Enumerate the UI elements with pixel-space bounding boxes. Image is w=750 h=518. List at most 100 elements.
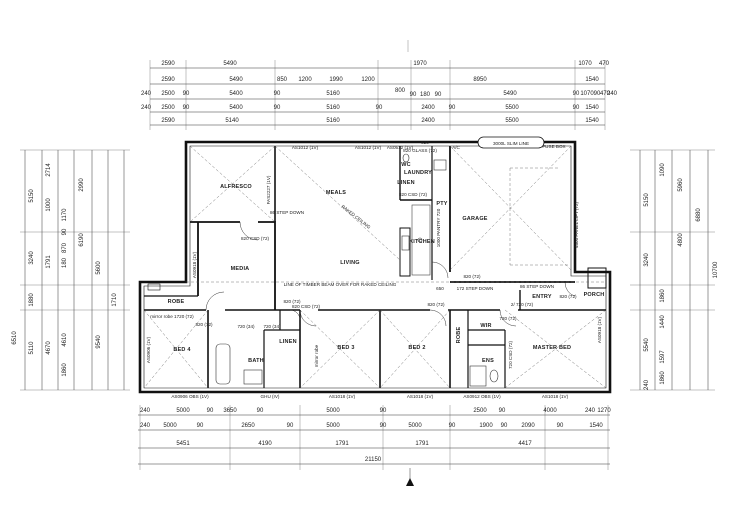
- top-dim-r1-d: 1070: [578, 61, 592, 67]
- door-family-ret: 820 (72): [283, 299, 301, 304]
- door-bath-720: 720 (34): [237, 324, 255, 329]
- annotation-notes: 86 STEP DOWN RAKED CEILING LINE OF TIMBE…: [150, 144, 579, 367]
- cooktop-icon: [417, 237, 423, 243]
- door-kitchen-pty: 2/ 720 (72): [511, 302, 534, 307]
- left-dim-b5: 870: [62, 242, 68, 253]
- note-step-down-entry: 86 STEP DOWN: [520, 284, 554, 289]
- room-porch: PORCH: [584, 292, 605, 298]
- bottom-dim-r1-a: 240: [140, 408, 151, 414]
- left-dim-b6: 180: [62, 257, 68, 268]
- note-step-down-left: 86 STEP DOWN: [270, 210, 304, 215]
- room-pty: PTY: [436, 201, 447, 207]
- kitchen-sink-icon: [401, 235, 410, 251]
- door-ensuite: 720 CSD (72): [508, 340, 513, 369]
- top-dim-r3-f: 5160: [326, 91, 340, 97]
- door-laundry-top: 820: [421, 140, 429, 145]
- room-bath: BATH: [248, 358, 264, 364]
- room-robe-mid: ROBE: [456, 327, 462, 344]
- right-dim-a2: 3240: [644, 253, 650, 267]
- top-dim-r3-d: 5400: [229, 91, 243, 97]
- top-dim-r3-n: 90: [594, 91, 601, 97]
- bottom-dim-r1-b: 5000: [176, 408, 190, 414]
- door-garage-internal: 820 (72): [463, 274, 481, 279]
- room-bed3: BED 3: [337, 345, 354, 351]
- wc-toilet-icon: [402, 153, 410, 163]
- bottom-dim-r2-h: 5000: [408, 423, 422, 429]
- top-dim-r4-c: 90: [183, 105, 190, 111]
- bottom-dim-r2-g: 90: [380, 423, 387, 429]
- top-dim-r3-k: 5490: [503, 91, 517, 97]
- bottom-dim-r1-l: 1270: [597, 408, 611, 414]
- top-dim-r4-k: 90: [573, 105, 580, 111]
- top-dim-r4-i: 90: [449, 105, 456, 111]
- window-bottom-ens: AS0912 OBS (1V): [463, 394, 501, 399]
- window-media-left: AS0918 (1V): [192, 251, 197, 278]
- left-dim-c2: 6190: [79, 233, 85, 247]
- right-dim-c3: 6880: [696, 208, 702, 222]
- door-laundry-cs: 820 CSD (72): [399, 192, 428, 197]
- bottom-dim-r3-b: 4190: [258, 441, 272, 447]
- ceiling-lines: [143, 145, 607, 389]
- top-dim-r1-b: 5490: [223, 61, 237, 67]
- top-dim-r2-d: 1200: [298, 77, 312, 83]
- door-robe-bed4: 820 (72): [195, 322, 213, 327]
- right-dim-a1: 5150: [644, 193, 650, 207]
- left-dim-b8: 4610: [62, 333, 68, 347]
- bottom-dim-r1-k: 240: [585, 408, 596, 414]
- building-walls: [138, 140, 612, 394]
- room-laundry: LAUNDRY: [404, 170, 432, 176]
- room-master-bed: MASTER BED: [533, 345, 571, 351]
- window-bottom-bath: GHU (IV): [261, 394, 280, 399]
- room-linen-top: LINEN: [397, 180, 415, 186]
- note-garage-door: 4800 PANEL LIFT (72): [574, 201, 579, 248]
- left-dim-a2: 3240: [29, 251, 35, 265]
- bottom-dim-r3-d: 1791: [415, 441, 429, 447]
- room-entry: ENTRY: [532, 294, 552, 300]
- top-dim-r4-g: 90: [376, 105, 383, 111]
- bottom-dim-r2-n: 1540: [589, 423, 603, 429]
- right-dim-c4: 10700: [713, 261, 719, 278]
- top-dim-r4-j: 5500: [505, 105, 519, 111]
- top-dim-r2-f: 1200: [361, 77, 375, 83]
- note-raked-ceiling: RAKED CEILING: [340, 204, 371, 230]
- room-kitchen: KITCHEN: [409, 239, 435, 245]
- top-dim-r4-d: 5400: [229, 105, 243, 111]
- left-dim-c4: 9540: [96, 335, 102, 349]
- left-dim-a1: 5150: [29, 189, 35, 203]
- bottom-dim-r2-j: 1900: [479, 423, 493, 429]
- top-dim-r2-c: 850: [277, 77, 288, 83]
- room-labels: ALFRESCO MEALS LIVING MEDIA GARAGE KITCH…: [168, 162, 605, 364]
- note-step-down-garage: 172 STEP DOWN: [457, 286, 494, 291]
- top-dim-r5-e: 5500: [505, 118, 519, 124]
- bottom-dim-r2-d: 2650: [241, 423, 255, 429]
- bottom-dim-r2-c: 90: [197, 423, 204, 429]
- top-dim-r4-f: 5160: [326, 105, 340, 111]
- left-dim-b7: 1791: [46, 255, 52, 269]
- window-right-side: AS0918 (1V): [597, 316, 602, 343]
- top-dim-r1-c: 1970: [413, 61, 427, 67]
- top-dim-r3-g: 800: [395, 88, 406, 94]
- top-dim-r1-a: 2590: [161, 61, 175, 67]
- left-dim-c3: 5600: [96, 261, 102, 275]
- left-dim-b4: 90: [62, 228, 68, 235]
- right-dim-b4: 1597: [660, 350, 666, 364]
- note-slimline-tank: 3000L SLIM LINE: [493, 141, 529, 146]
- room-wir: WIR: [480, 323, 491, 329]
- window-alfresco-top: AS1012 (1V): [292, 145, 319, 150]
- note-pantry-door: 1000 PANTRY 720: [436, 208, 441, 247]
- room-living: LIVING: [340, 260, 360, 266]
- room-bed2: BED 2: [408, 345, 425, 351]
- bottom-dim-r1-c: 90: [207, 408, 214, 414]
- note-mirror-robe-bed4: mirror robe 1720 (72): [150, 314, 194, 319]
- left-dim-a4: 5110: [29, 341, 35, 355]
- right-dim-b3: 1860: [660, 289, 666, 303]
- top-dim-r3-i: 180: [420, 92, 431, 98]
- top-dim-r3-m: 1070: [580, 91, 594, 97]
- top-dim-r5-b: 5140: [225, 118, 239, 124]
- note-mirror-robe-bed3: mirror robe: [314, 344, 319, 367]
- bottom-dimension-strings: 240 5000 90 3650 90 5000 90 2500 90 4000…: [138, 405, 611, 470]
- right-dim-a4: 240: [644, 379, 650, 390]
- bottom-dim-r2-e: 90: [287, 423, 294, 429]
- top-dim-r1-e: 470: [599, 61, 610, 67]
- left-dim-b9: 1860: [62, 363, 68, 377]
